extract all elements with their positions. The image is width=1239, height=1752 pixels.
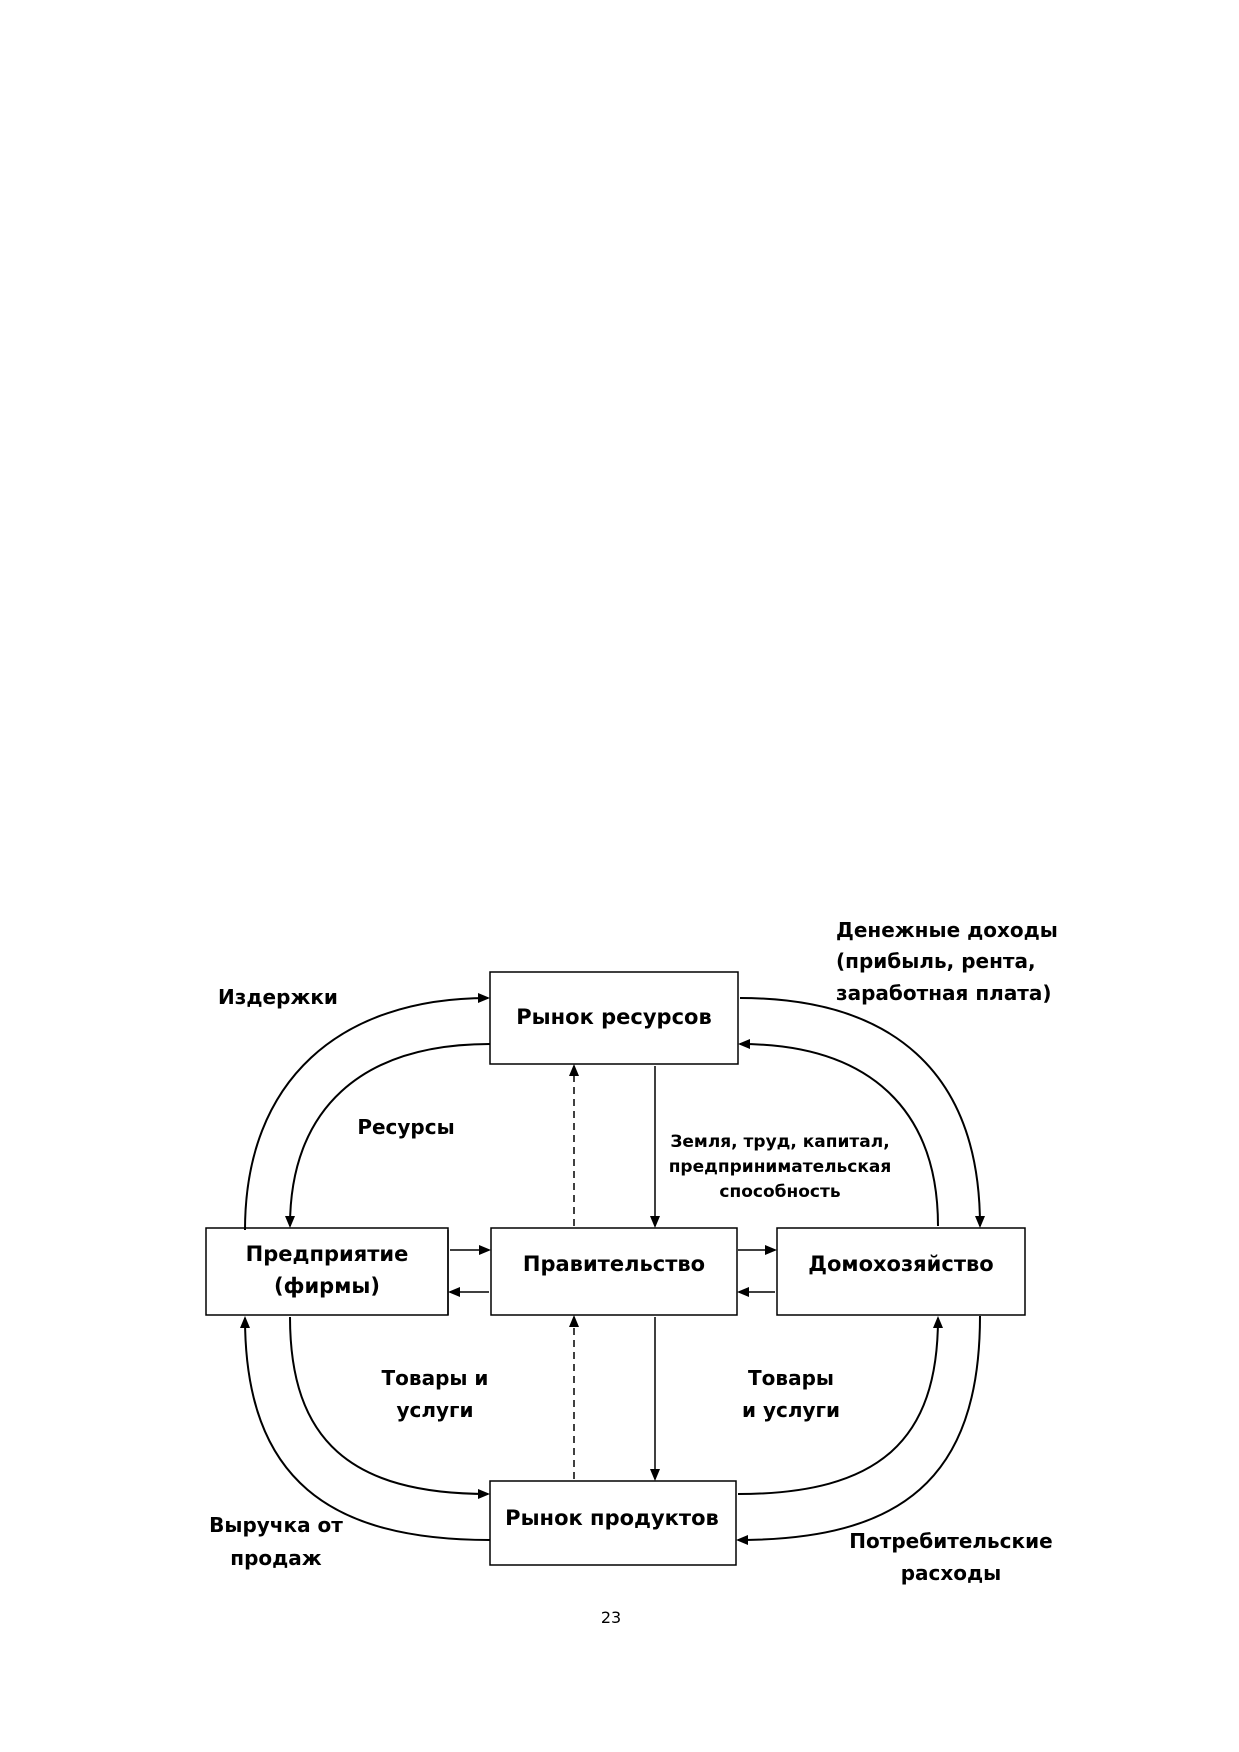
government-label: Правительство: [523, 1252, 705, 1276]
money-income-label-line3: заработная плата): [836, 981, 1052, 1005]
product-market-box: Рынок продуктов: [489, 1480, 737, 1566]
firms-label-line2: (фирмы): [274, 1274, 380, 1298]
page-number: 23: [601, 1608, 621, 1627]
consumer-spending-label-line1: Потребительские: [849, 1529, 1052, 1553]
factors-label-line1: Земля, труд, капитал,: [670, 1132, 889, 1152]
goods-right-label-line1: Товары: [748, 1366, 834, 1390]
revenue-label-line2: продаж: [230, 1546, 322, 1570]
resources-label: Ресурсы: [357, 1115, 454, 1139]
revenue-label-line1: Выручка от: [209, 1513, 343, 1537]
resource-market-box: Рынок ресурсов: [489, 971, 739, 1065]
goods-right-label-line2: и услуги: [742, 1398, 840, 1422]
goods-left-label-line1: Товары и: [382, 1366, 489, 1390]
factors-supply-arrow: [738, 1039, 939, 1227]
households-label: Домохозяйство: [808, 1252, 993, 1276]
factors-label-line3: способность: [719, 1182, 840, 1202]
households-box: Домохозяйство: [776, 1227, 1026, 1316]
costs-arrow: [244, 993, 490, 1231]
money-income-arrow: [739, 997, 985, 1228]
money-income-label-line2: (прибыль, рента,: [836, 949, 1036, 973]
costs-label: Издержки: [218, 985, 338, 1009]
consumer-spending-arrow: [736, 1315, 981, 1545]
firms-box: Предприятие (фирмы): [205, 1227, 449, 1316]
government-box: Правительство: [490, 1227, 738, 1316]
factors-label-line2: предпринимательская: [669, 1157, 892, 1177]
resource-market-label: Рынок ресурсов: [516, 1005, 712, 1029]
goods-to-households-arrow: [737, 1316, 943, 1495]
sales-revenue-arrow: [240, 1316, 491, 1541]
goods-to-market-arrow: [289, 1316, 490, 1499]
resources-arrow: [285, 1043, 491, 1228]
money-income-label-line1: Денежные доходы: [836, 918, 1058, 942]
firms-label-line1: Предприятие: [246, 1242, 409, 1266]
goods-left-label-line2: услуги: [396, 1398, 473, 1422]
product-market-label: Рынок продуктов: [505, 1506, 719, 1530]
consumer-spending-label-line2: расходы: [901, 1561, 1002, 1585]
